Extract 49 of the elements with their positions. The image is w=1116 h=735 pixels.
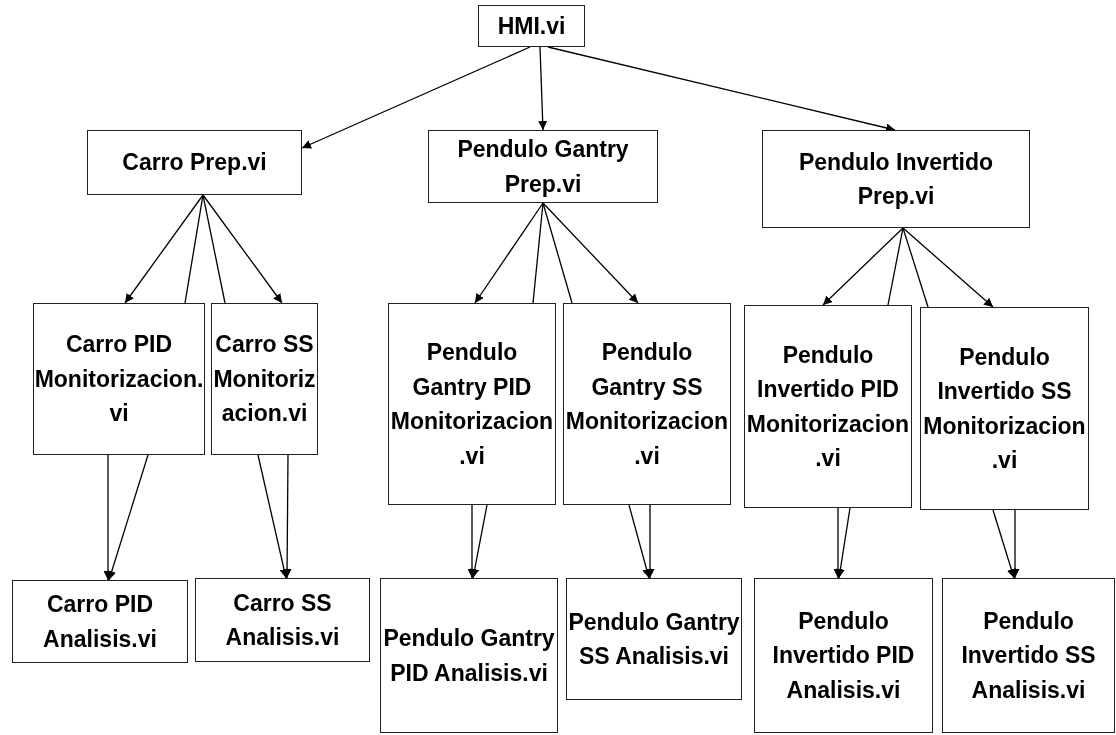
box-label: HMI.vi (497, 11, 566, 41)
process-box (33, 303, 205, 455)
arrow (992, 509, 1016, 579)
arrow (835, 507, 851, 579)
arrow (202, 194, 283, 304)
process-box (478, 5, 585, 47)
arrow (628, 504, 651, 579)
box-label: Pendulo Invertido Prep.vi (797, 147, 995, 211)
box-label: Pendulo Invertido PID Analisis.vi (771, 606, 916, 705)
process-box (380, 578, 558, 733)
process-box (12, 580, 188, 663)
process-box (563, 303, 731, 505)
arrow (257, 454, 289, 579)
box-label: Carro PID Monitorizacion.vi (34, 330, 204, 429)
box-label: Carro Prep.vi (122, 148, 267, 178)
process-box (744, 305, 912, 508)
arrow (645, 504, 655, 579)
box-label: Carro SS Analisis.vi (224, 588, 341, 652)
process-box (87, 130, 302, 195)
box-label: Carro SS Monitorizacion.vi (212, 330, 317, 429)
process-box (920, 307, 1089, 510)
process-box (211, 303, 318, 455)
arrow (822, 227, 904, 306)
process-box (428, 130, 658, 203)
arrow (107, 454, 149, 581)
box-label: Pendulo Invertido SS Monitorizacion.vi (922, 342, 1087, 475)
arrow (124, 194, 204, 304)
arrow (538, 46, 548, 131)
arrow (542, 202, 639, 304)
box-label: Carro PID Analisis.vi (42, 590, 158, 654)
process-box (195, 578, 370, 662)
arrow (470, 504, 488, 579)
box-label: Pendulo Gantry SS Analisis.vi (567, 607, 741, 671)
box-label: Pendulo Invertido PID Monitorizacion.vi (745, 340, 911, 473)
arrow (1010, 509, 1020, 579)
box-label: Pendulo Gantry PID Monitorizacion.vi (389, 338, 555, 471)
box-label: Pendulo Invertido SS Analisis.vi (960, 606, 1097, 705)
process-box (942, 578, 1115, 733)
arrow (902, 227, 994, 308)
process-box (388, 303, 556, 505)
box-label: Pendulo Gantry PID Analisis.vi (382, 624, 556, 688)
process-box (566, 578, 742, 700)
arrow (301, 46, 531, 149)
box-label: Pendulo Gantry Prep.vi (456, 135, 630, 199)
process-box (754, 578, 933, 733)
arrow (282, 454, 292, 579)
box-label: Pendulo Gantry SS Monitorizacion.vi (564, 338, 730, 471)
arrow (474, 202, 544, 304)
process-box (762, 130, 1030, 228)
